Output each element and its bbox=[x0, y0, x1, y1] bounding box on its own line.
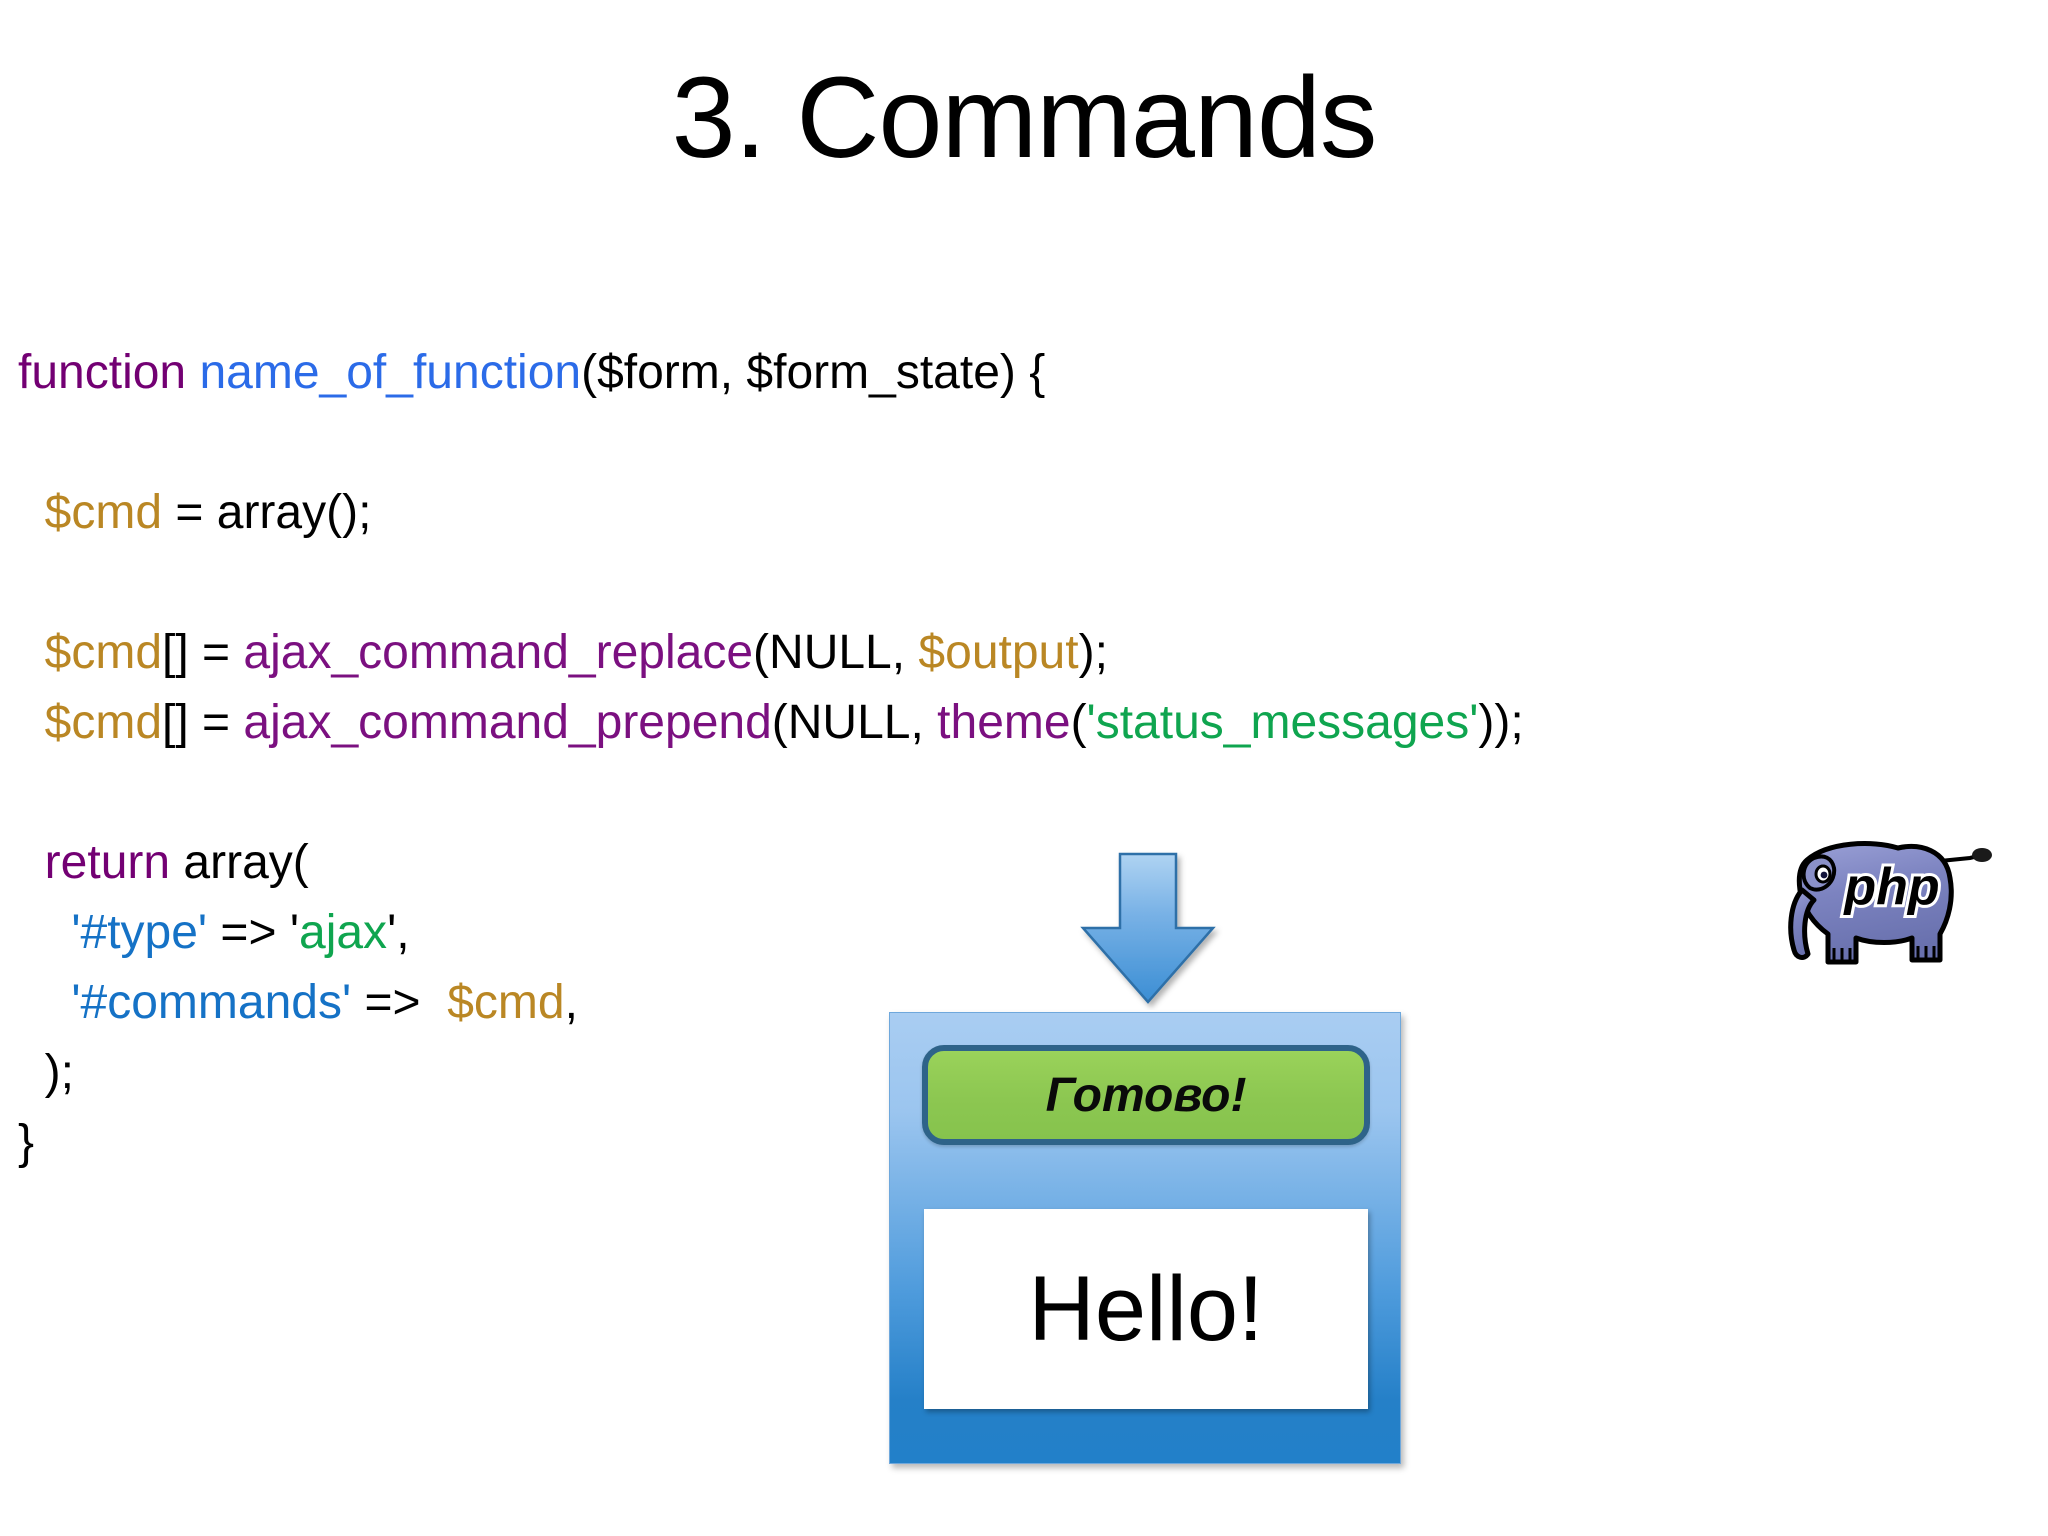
page-title: 3. Commands bbox=[671, 54, 1378, 182]
output-area: Hello! bbox=[924, 1209, 1368, 1409]
code-token: ajax_command_prepend bbox=[243, 696, 772, 749]
code-line: ); bbox=[18, 1038, 1524, 1108]
code-token bbox=[18, 626, 45, 679]
code-token: [] = bbox=[162, 626, 244, 679]
code-token: ); bbox=[1078, 626, 1108, 679]
code-token bbox=[18, 976, 71, 1029]
code-line bbox=[18, 408, 1524, 478]
ajax-result-panel: Готово! Hello! bbox=[889, 1012, 1401, 1464]
php-elephant-icon: php bbox=[1780, 838, 2012, 983]
code-token: name_of_function bbox=[199, 346, 582, 399]
code-line: } bbox=[18, 1108, 1524, 1178]
arrow-down-icon bbox=[1073, 850, 1223, 1010]
code-token: $cmd bbox=[44, 626, 163, 679]
code-line: $cmd = array(); bbox=[18, 478, 1524, 548]
code-token: theme bbox=[937, 696, 1071, 749]
code-token bbox=[18, 486, 45, 539]
code-token bbox=[18, 836, 45, 889]
code-token: ajax_command_replace bbox=[243, 626, 754, 679]
code-token: (NULL, bbox=[753, 626, 919, 679]
code-token: function bbox=[18, 346, 187, 399]
code-token: [] = bbox=[162, 696, 244, 749]
code-token: '#type' bbox=[71, 906, 208, 959]
code-token bbox=[18, 906, 71, 959]
code-token: => ' bbox=[207, 906, 299, 959]
status-message-text: Готово! bbox=[1045, 1068, 1247, 1122]
code-token: '#commands' bbox=[71, 976, 352, 1029]
svg-text:php: php bbox=[1842, 858, 1939, 916]
code-line: return array( bbox=[18, 828, 1524, 898]
code-token: $cmd bbox=[44, 696, 163, 749]
code-line: '#type' => 'ajax', bbox=[18, 898, 1524, 968]
code-line bbox=[18, 758, 1524, 828]
status-message-box: Готово! bbox=[922, 1045, 1370, 1145]
code-line: $cmd[] = ajax_command_replace(NULL, $out… bbox=[18, 618, 1524, 688]
code-token bbox=[186, 346, 199, 399]
code-token: => bbox=[351, 976, 448, 1029]
code-token: ajax bbox=[299, 906, 388, 959]
code-token: ( bbox=[1070, 696, 1087, 749]
code-block: function name_of_function($form, $form_s… bbox=[18, 338, 1524, 1178]
code-token: )); bbox=[1478, 696, 1524, 749]
code-token: } bbox=[18, 1116, 35, 1169]
code-token: = array(); bbox=[162, 486, 372, 539]
code-token: $output bbox=[918, 626, 1079, 679]
code-token: (NULL, bbox=[771, 696, 938, 749]
code-token: return bbox=[44, 836, 171, 889]
code-line: $cmd[] = ajax_command_prepend(NULL, them… bbox=[18, 688, 1524, 758]
code-token bbox=[18, 696, 45, 749]
code-line: function name_of_function($form, $form_s… bbox=[18, 338, 1524, 408]
code-token: $cmd bbox=[447, 976, 565, 1029]
code-token: array( bbox=[170, 836, 309, 889]
code-line bbox=[18, 548, 1524, 618]
code-token: ', bbox=[387, 906, 410, 959]
code-token: , bbox=[564, 976, 578, 1029]
code-token: $cmd bbox=[44, 486, 163, 539]
code-line: '#commands' => $cmd, bbox=[18, 968, 1524, 1038]
code-token: ($form, $form_state) { bbox=[581, 346, 1046, 399]
code-token: ); bbox=[18, 1046, 74, 1099]
code-token: 'status_messages' bbox=[1086, 696, 1479, 749]
output-text: Hello! bbox=[1028, 1258, 1264, 1360]
